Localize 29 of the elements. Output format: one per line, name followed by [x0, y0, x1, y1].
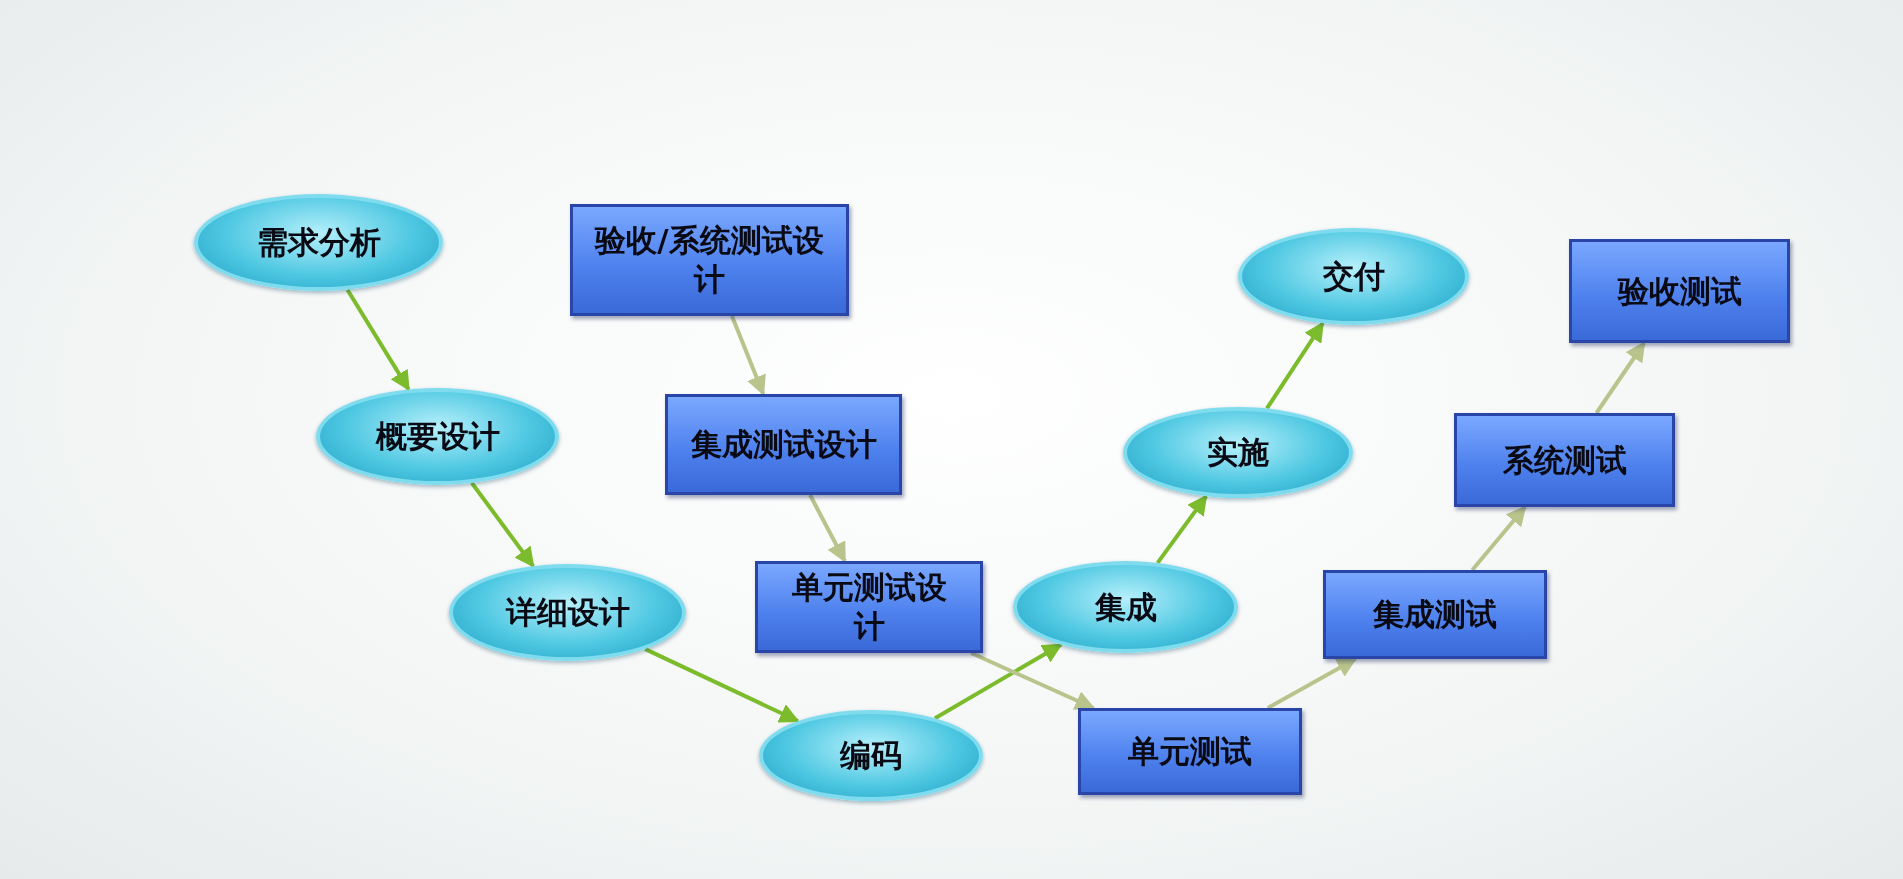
test-box	[570, 204, 849, 316]
node-label: 单元测试	[1128, 732, 1252, 771]
node-label: 单元测试设计	[790, 568, 948, 646]
arrow	[1594, 341, 1646, 415]
arrow	[934, 642, 1063, 720]
node-label: 编码	[840, 736, 902, 775]
arrow	[1470, 505, 1527, 572]
arrow	[970, 651, 1096, 710]
node-label: 验收测试	[1617, 271, 1742, 311]
arrow	[1266, 657, 1358, 710]
node-label: 集成	[1094, 587, 1157, 627]
arrow	[644, 647, 800, 723]
test-box	[1454, 413, 1675, 507]
node-label: 验收/系统测试设计	[593, 221, 825, 299]
test-box	[1569, 239, 1790, 343]
arrow	[730, 315, 766, 396]
node-label: 实施	[1207, 433, 1269, 472]
node-label: 集成测试设计	[690, 425, 877, 464]
test-box	[755, 561, 983, 653]
node-label: 需求分析	[256, 223, 381, 262]
test-box	[665, 394, 902, 495]
node-label: 交付	[1322, 257, 1385, 296]
node-label: 集成测试	[1373, 595, 1497, 634]
node-label: 概要设计	[375, 417, 500, 456]
node-label: 系统测试	[1502, 440, 1627, 480]
test-box	[1323, 570, 1547, 659]
test-box	[1078, 708, 1302, 795]
node-label: 详细设计	[505, 593, 630, 632]
arrow	[808, 494, 847, 563]
